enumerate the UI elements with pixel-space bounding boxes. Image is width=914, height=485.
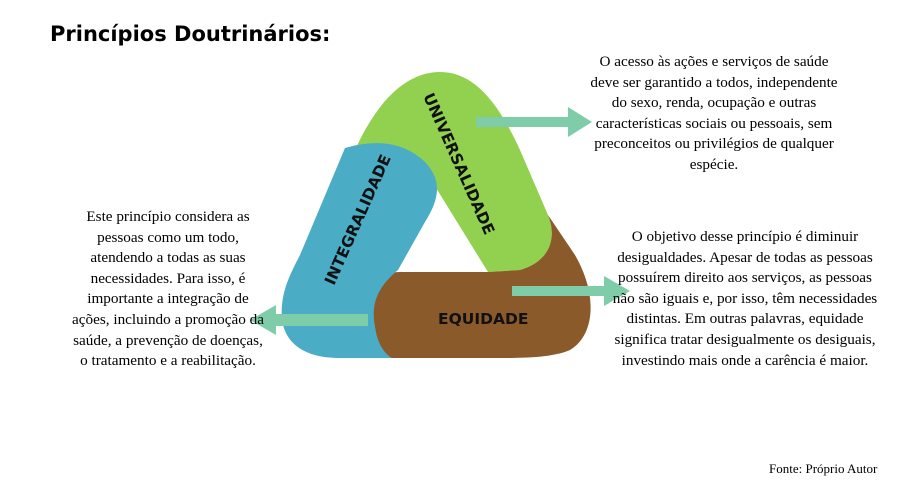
equidade-band [372, 215, 591, 358]
integralidade-arrow [250, 305, 368, 335]
integralidade-description: Este princípio considera as pessoas como… [72, 208, 264, 370]
equidade-arrow [512, 276, 630, 306]
equidade-label: EQUIDADE [438, 310, 528, 328]
source-caption: Fonte: Próprio Autor [769, 461, 878, 476]
universalidade-arrow [476, 107, 592, 137]
universalidade-description: O acesso às ações e serviços de saúde de… [590, 53, 838, 173]
equidade-description: O objetivo desse princípio é diminuir de… [612, 228, 878, 369]
integralidade-band [281, 143, 438, 358]
page-title: Princípios Doutrinários: [50, 22, 331, 46]
